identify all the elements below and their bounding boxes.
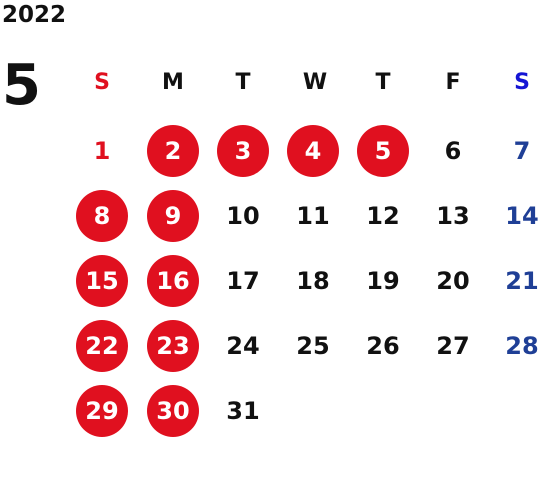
day-number: 30 bbox=[156, 397, 190, 425]
day-number: 16 bbox=[156, 267, 190, 295]
day-cell[interactable]: 19 bbox=[355, 255, 411, 307]
day-cell[interactable]: 31 bbox=[215, 385, 271, 437]
day-cell[interactable]: 1 bbox=[74, 125, 130, 177]
day-number: 17 bbox=[226, 267, 260, 295]
day-number: 27 bbox=[436, 332, 470, 360]
day-number: 10 bbox=[226, 202, 260, 230]
day-cell[interactable]: 3 bbox=[215, 125, 271, 177]
day-number: 31 bbox=[226, 397, 260, 425]
day-number: 5 bbox=[374, 137, 392, 165]
day-cell[interactable]: 14 bbox=[494, 190, 548, 242]
calendar-year: 2022 bbox=[2, 2, 67, 28]
day-number: 1 bbox=[93, 137, 111, 165]
day-number: 8 bbox=[93, 202, 111, 230]
day-number: 23 bbox=[156, 332, 190, 360]
weekday-header-wed: W bbox=[302, 69, 328, 95]
day-cell[interactable]: 7 bbox=[494, 125, 548, 177]
day-cell[interactable]: 6 bbox=[425, 125, 481, 177]
day-number: 14 bbox=[505, 202, 539, 230]
day-cell[interactable]: 28 bbox=[494, 320, 548, 372]
day-cell[interactable]: 17 bbox=[215, 255, 271, 307]
day-cell[interactable]: 23 bbox=[145, 320, 201, 372]
day-number: 2 bbox=[164, 137, 182, 165]
day-cell[interactable]: 24 bbox=[215, 320, 271, 372]
day-number: 13 bbox=[436, 202, 470, 230]
day-cell[interactable]: 16 bbox=[145, 255, 201, 307]
day-number: 12 bbox=[366, 202, 400, 230]
day-number: 11 bbox=[296, 202, 330, 230]
day-number: 26 bbox=[366, 332, 400, 360]
day-cell[interactable]: 10 bbox=[215, 190, 271, 242]
day-cell[interactable]: 25 bbox=[285, 320, 341, 372]
weekday-header-fri: F bbox=[445, 69, 461, 95]
weekday-header-sat: S bbox=[514, 69, 530, 95]
day-cell[interactable]: 12 bbox=[355, 190, 411, 242]
day-cell[interactable]: 2 bbox=[145, 125, 201, 177]
day-cell[interactable]: 8 bbox=[74, 190, 130, 242]
day-number: 19 bbox=[366, 267, 400, 295]
day-number: 4 bbox=[304, 137, 322, 165]
calendar-month: 5 bbox=[2, 53, 41, 118]
weekday-header-sun: S bbox=[94, 69, 110, 95]
day-cell[interactable]: 22 bbox=[74, 320, 130, 372]
day-cell[interactable]: 27 bbox=[425, 320, 481, 372]
day-cell[interactable]: 5 bbox=[355, 125, 411, 177]
day-cell[interactable]: 18 bbox=[285, 255, 341, 307]
weekday-header-thu: T bbox=[375, 69, 391, 95]
day-cell[interactable]: 4 bbox=[285, 125, 341, 177]
day-number: 29 bbox=[85, 397, 119, 425]
day-number: 18 bbox=[296, 267, 330, 295]
day-cell[interactable]: 30 bbox=[145, 385, 201, 437]
day-cell[interactable]: 26 bbox=[355, 320, 411, 372]
day-number: 25 bbox=[296, 332, 330, 360]
day-cell[interactable]: 11 bbox=[285, 190, 341, 242]
day-number: 28 bbox=[505, 332, 539, 360]
day-number: 24 bbox=[226, 332, 260, 360]
day-number: 15 bbox=[85, 267, 119, 295]
day-cell[interactable]: 29 bbox=[74, 385, 130, 437]
day-number: 7 bbox=[513, 137, 531, 165]
day-cell[interactable]: 15 bbox=[74, 255, 130, 307]
day-number: 22 bbox=[85, 332, 119, 360]
day-cell[interactable]: 13 bbox=[425, 190, 481, 242]
day-number: 6 bbox=[444, 137, 462, 165]
day-cell[interactable]: 20 bbox=[425, 255, 481, 307]
day-number: 20 bbox=[436, 267, 470, 295]
day-cell[interactable]: 21 bbox=[494, 255, 548, 307]
day-number: 9 bbox=[164, 202, 182, 230]
day-cell[interactable]: 9 bbox=[145, 190, 201, 242]
day-number: 21 bbox=[505, 267, 539, 295]
weekday-header-mon: M bbox=[162, 69, 184, 95]
day-number: 3 bbox=[234, 137, 252, 165]
weekday-header-tue: T bbox=[235, 69, 251, 95]
